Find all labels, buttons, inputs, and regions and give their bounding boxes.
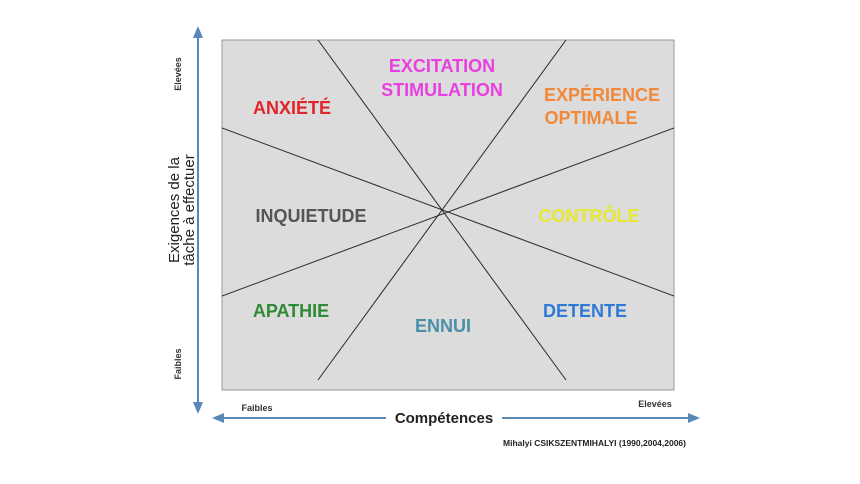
zone-experience-line1: EXPÉRIENCE xyxy=(544,84,660,105)
diagram-panel xyxy=(221,39,675,391)
zone-apathie: APATHIE xyxy=(253,301,329,321)
citation: Mihalyi CSIKSZENTMIHALYI (1990,2004,2006… xyxy=(503,438,686,448)
y-axis-title-line2: tâche à effectuer xyxy=(181,154,198,265)
x-axis-title-backdrop xyxy=(386,407,502,429)
zone-ennui: ENNUI xyxy=(415,316,471,336)
zone-anxiete: ANXIÉTÉ xyxy=(253,97,331,118)
y-axis-high-label: Elevées xyxy=(173,57,183,91)
divider-line xyxy=(222,127,674,297)
zone-excitation-line1: EXCITATION xyxy=(389,56,495,76)
zone-inquietude: INQUIETUDE xyxy=(255,206,366,226)
zone-detente: DETENTE xyxy=(543,301,627,321)
y-axis-low-label: Faibles xyxy=(173,348,183,379)
zone-experience-line2: OPTIMALE xyxy=(545,108,638,128)
zone-controle: CONTRÔLE xyxy=(539,205,640,226)
y-axis-title-line1: Exigences de la xyxy=(166,156,183,263)
x-axis-high-label: Elevées xyxy=(638,399,672,409)
x-axis-title: Compétences xyxy=(395,410,493,427)
sector-lines xyxy=(222,40,674,381)
x-axis-low-label: Faibles xyxy=(241,403,272,413)
zone-excitation-line2: STIMULATION xyxy=(381,80,503,100)
y-axis-arrow xyxy=(193,26,203,414)
